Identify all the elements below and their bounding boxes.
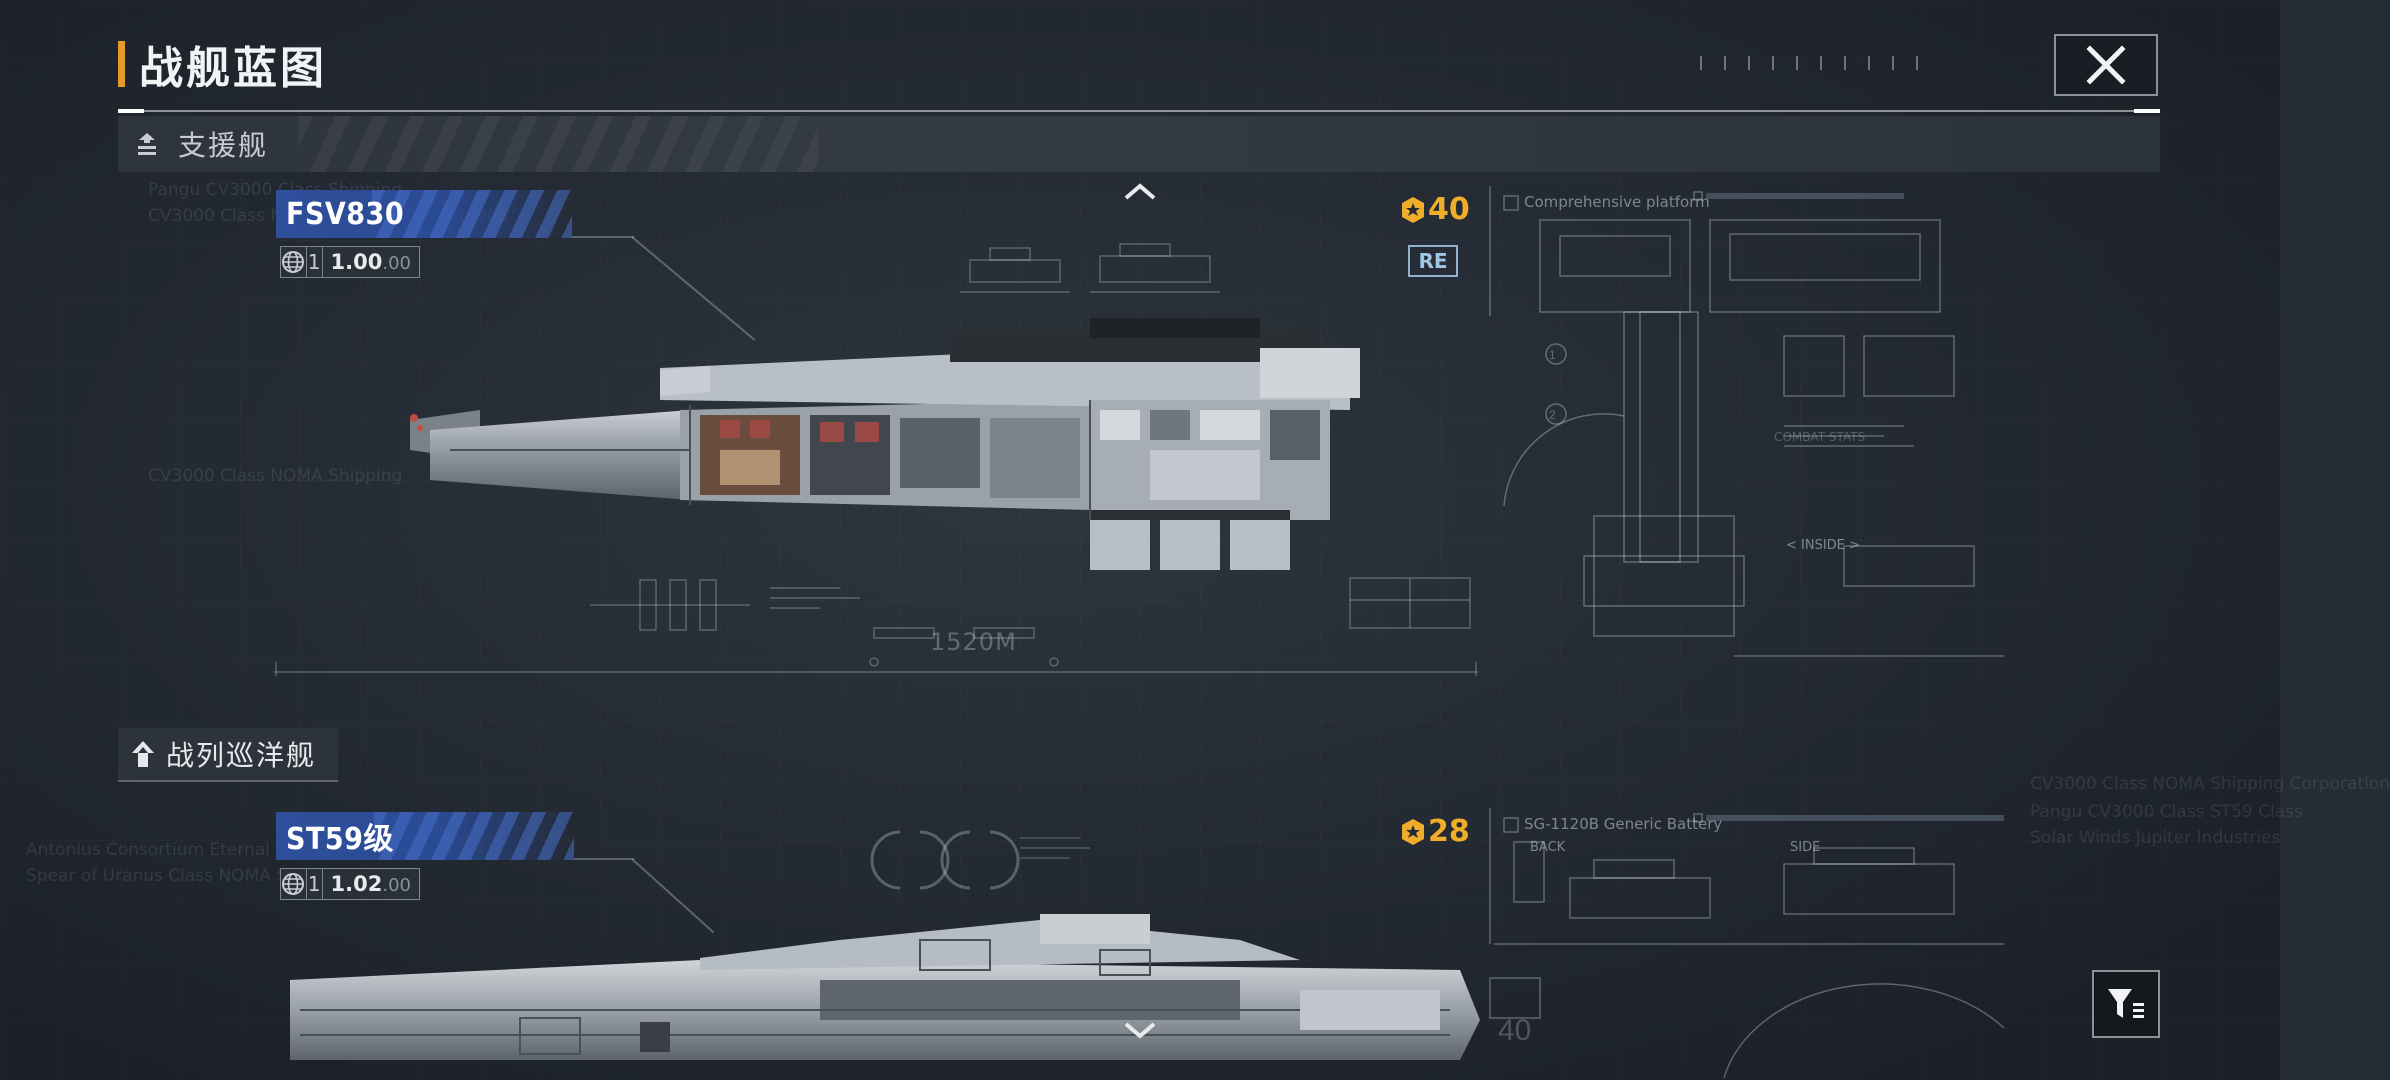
header-divider-cap <box>2134 109 2160 113</box>
battlecruiser-icon <box>128 739 158 769</box>
scale-ruler <box>274 627 1478 676</box>
blueprint-sketch <box>1349 577 1471 629</box>
close-button[interactable] <box>2054 34 2158 96</box>
scroll-down-button[interactable] <box>1120 1016 1160 1046</box>
combat-label: COMBAT STATS <box>1774 430 1866 444</box>
blueprint-sketch <box>870 830 1090 890</box>
ship-detail-blueprint[interactable]: 40 <box>1484 808 2014 1079</box>
title-accent-bar <box>118 41 125 87</box>
ship-ratio-value: 1.02.00 <box>323 872 419 896</box>
ship-st59-illustration[interactable] <box>280 910 1480 1080</box>
detail-panel-label: SG-1120B Generic Battery <box>1524 815 1723 833</box>
cost-value: 40 <box>1428 192 1470 227</box>
ratio-suffix: .00 <box>382 875 411 896</box>
bg-text: CV3000 Class NOMA Shipping Corporation <box>2030 774 2390 794</box>
filter-icon <box>2108 989 2144 1018</box>
bg-text: Spear of Uranus Class NOMA Shipping <box>26 866 351 886</box>
close-icon <box>2086 45 2126 85</box>
ratio-main: 1.00 <box>330 250 383 274</box>
ratio-suffix: .00 <box>382 253 411 274</box>
bp-figure: 40 <box>1498 1014 1531 1047</box>
page-header: 战舰蓝图 <box>118 38 327 94</box>
ship-name: FSV830 <box>286 196 405 232</box>
name-bar-stripes <box>374 812 574 860</box>
ship-cost: 28 <box>1398 814 1470 849</box>
bg-text: Antonius Consortium Eternal Storm <box>26 840 327 860</box>
detail-sub-label: SIDE <box>1790 840 1821 855</box>
detail-sub-label: BACK <box>1530 840 1566 855</box>
ship-name: ST59级 <box>286 822 394 857</box>
chevron-up-icon <box>1124 183 1156 200</box>
section-support-ships[interactable]: 支援舰 <box>118 116 2160 172</box>
header-divider-cap <box>118 109 144 113</box>
cost-value: 28 <box>1428 814 1470 849</box>
bg-text: Solar Winds Jupiter Industries <box>2030 828 2281 848</box>
detail-panel-label: Comprehensive platform <box>1524 193 1710 211</box>
bg-text: CV3000 Class NOMA Shipping <box>148 466 403 486</box>
callout-1: 1 <box>1549 348 1556 362</box>
globe-icon <box>281 869 306 899</box>
ship-name-bar[interactable]: ST59级 <box>276 812 574 860</box>
scale-label: 1520M <box>930 628 1017 656</box>
scroll-up-button[interactable] <box>1120 176 1160 206</box>
chevron-down-icon <box>1124 1022 1156 1039</box>
header-tick-decoration <box>1700 56 1930 70</box>
section-stripe-decoration <box>298 116 818 172</box>
section-battlecruisers[interactable]: 战列巡洋舰 <box>118 728 338 782</box>
ratio-main: 1.02 <box>330 872 383 896</box>
ship-ratio-value: 1.00.00 <box>323 250 419 274</box>
support-ship-icon <box>132 129 162 159</box>
ship-fsv830-illustration[interactable] <box>390 300 1450 580</box>
command-point-icon <box>1402 818 1424 845</box>
ship-count: 1 <box>305 247 323 277</box>
ship-cost: 40 <box>1398 192 1470 227</box>
filter-button[interactable] <box>2092 970 2160 1038</box>
command-point-icon <box>1402 196 1424 223</box>
ship-leader-line <box>572 236 634 238</box>
inside-label: < INSIDE > <box>1786 538 1860 553</box>
re-badge: RE <box>1408 245 1458 277</box>
header-divider <box>118 110 2160 112</box>
blueprint-sketch <box>590 579 860 631</box>
section-label: 支援舰 <box>178 129 269 162</box>
bg-text: Pangu CV3000 Class ST59 Class <box>2030 802 2303 822</box>
ship-count: 1 <box>305 869 323 899</box>
globe-icon <box>281 247 306 277</box>
ship-ratio-indicator: 1 1.02.00 <box>280 868 420 900</box>
page-title: 战舰蓝图 <box>139 43 327 94</box>
section-label: 战列巡洋舰 <box>166 739 317 772</box>
ship-ratio-indicator: 1 1.00.00 <box>280 246 420 278</box>
ship-detail-blueprint[interactable]: 1 2 <box>1484 186 2014 686</box>
ship-name-bar[interactable]: FSV830 <box>276 190 572 238</box>
blueprint-sketch <box>960 243 1220 293</box>
name-bar-stripes <box>372 190 572 238</box>
ship-leader-line <box>574 858 634 860</box>
callout-2: 2 <box>1549 408 1556 422</box>
